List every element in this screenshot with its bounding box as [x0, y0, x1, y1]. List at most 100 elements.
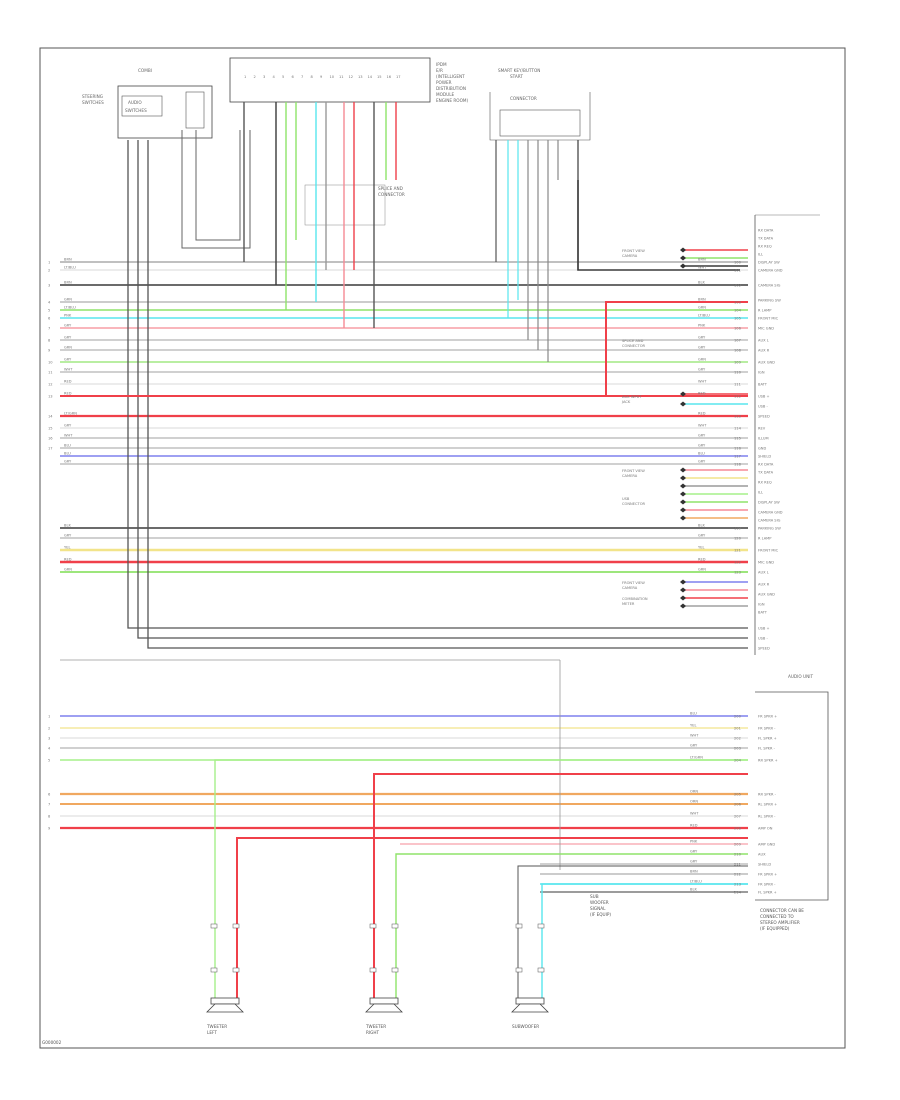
left-wire-color: RED	[64, 558, 72, 562]
audio-pin-function: CAMERA SIG	[758, 519, 781, 523]
wires-layer	[60, 102, 748, 1000]
speaker-feed	[395, 853, 748, 1000]
speaker-connector-pin	[391, 923, 399, 929]
left-module-inner-label: AUDIO	[128, 100, 142, 105]
speaker-pin-function: FR SPKR -	[758, 727, 776, 731]
left-wire-color: LT/BLU	[64, 306, 76, 310]
speaker-pin-function: FL SPKR +	[758, 891, 777, 895]
top-pin-label: 9	[320, 75, 323, 79]
audio-pin-function: DISPLAY SW	[758, 261, 780, 265]
lower-pin-label: 203	[734, 747, 741, 751]
right-wire-color: GRY	[698, 434, 706, 438]
speaker-connector-pin	[391, 967, 399, 973]
right-wire-color: GRY	[698, 368, 706, 372]
speaker-connector-pin	[537, 923, 545, 929]
lower-pin-label: 204	[734, 759, 742, 763]
audio-pin-function: AUX GND	[758, 593, 775, 597]
audio-pin-function: TX DATA	[757, 237, 774, 241]
audio-pin-function: AUX R	[758, 349, 770, 353]
left-wire-color: GRY	[64, 324, 72, 328]
module-loop-wire	[181, 130, 251, 249]
connector-diamond	[680, 467, 686, 473]
diagram-frame	[39, 47, 846, 1049]
audio-pin-function: DISPLAY SW	[758, 501, 780, 505]
audio-unit-upper-connector	[754, 214, 820, 655]
sub-note-3: SIGNAL	[590, 906, 606, 911]
connector-diamond	[680, 483, 686, 489]
left-wire-color: GRY	[64, 424, 72, 428]
connector-diamond	[680, 579, 686, 585]
left-pin-label: 9	[48, 349, 51, 353]
left-wire-color: GRN	[64, 298, 72, 302]
top-pin-label: 14	[368, 75, 373, 79]
speaker-pin-function: AMP GND	[758, 843, 775, 847]
audio-pin-function: AUX R	[758, 583, 770, 587]
speaker-connector-pin	[369, 967, 377, 973]
right-module-title-2: START	[510, 74, 523, 79]
audio-pin-function: USB -	[758, 637, 769, 641]
lower-pin-label: 206	[734, 803, 742, 807]
speaker-pin-function: SHIELD	[758, 863, 771, 867]
right-wire-color: WHT	[698, 380, 707, 384]
audio-pin-function: RX REQ	[758, 245, 772, 249]
audio-unit-lower-connector: AUDIO UNIT CONNECTOR CAN BE CONNECTED TO…	[755, 674, 829, 931]
audio-unit-label: AUDIO UNIT	[788, 674, 813, 679]
lower-left-pin: 1	[48, 715, 50, 719]
audio-pin-function: MIC GND	[758, 327, 774, 331]
right-connector-note: JACK	[621, 400, 631, 404]
audio-pin-function: AUX L	[758, 339, 769, 343]
right-pin-label: 103	[734, 301, 741, 305]
right-wire-color: GRY	[698, 346, 706, 350]
right-pin-label: 122	[734, 561, 741, 565]
lower-wire-color: LT/BLU	[690, 880, 702, 884]
connector-diamond	[680, 391, 686, 397]
lower-pin-label: 207	[734, 815, 741, 819]
speaker-pin-function: RL SPKR +	[758, 803, 777, 807]
lower-wire-color: PNK	[690, 840, 698, 844]
left-wire-color: GRY	[64, 534, 72, 538]
sub-note-4: (IF EQUIP)	[590, 912, 611, 917]
speaker-caption: RIGHT	[366, 1030, 380, 1035]
right-wire-color: RED	[698, 392, 706, 396]
left-wire-color: PNK	[64, 314, 72, 318]
connector-diamond	[680, 255, 686, 261]
left-pin-label: 3	[48, 284, 50, 288]
right-connector-note: COMBINATION	[622, 597, 648, 601]
right-wire-color: GRY	[698, 444, 706, 448]
left-wire-color: LT/BLU	[64, 266, 76, 270]
audio-pin-function: CAMERA GND	[758, 511, 783, 515]
lower-pin-label: 209	[734, 843, 742, 847]
audio-pin-function: USB -	[758, 405, 769, 409]
top-pin-label: 13	[358, 75, 363, 79]
power-feed-wire	[60, 301, 748, 397]
left-wire-color: GRY	[64, 358, 72, 362]
right-pin-label: 107	[734, 339, 741, 343]
left-pin-label: 1	[48, 261, 50, 265]
lower-wire-color: GRY	[690, 850, 698, 854]
right-connector-note: SPLICE AND	[622, 339, 644, 343]
connector-diamond	[680, 475, 686, 481]
speaker-connector-pin	[537, 967, 545, 973]
left-module-inner-sub: SWITCHES	[125, 108, 147, 113]
audio-pin-function: CAMERA GND	[758, 269, 783, 273]
subwoofer-note: SUB WOOFER SIGNAL (IF EQUIP)	[590, 894, 611, 917]
right-connector-note: CONNECTOR	[622, 344, 646, 348]
lower-pin-label: 200	[734, 715, 742, 719]
right-connector-note: METER	[622, 602, 635, 606]
lower-wire-color: LT/GRN	[690, 756, 703, 760]
left-pin-label: 14	[48, 415, 53, 419]
lower-pin-label: 201	[734, 727, 741, 731]
right-wire-color: GRN	[698, 306, 706, 310]
lower-wire-color: BLK	[690, 888, 697, 892]
right-connector-note: AUX INPUT	[622, 395, 642, 399]
connector-diamond	[680, 595, 686, 601]
audio-pin-function: BATT	[758, 383, 768, 387]
lower-pin-label: 212	[734, 873, 741, 877]
speaker-pin-function: RL SPKR -	[758, 815, 776, 819]
audio-pin-function: AUX GND	[758, 361, 775, 365]
left-wire-color: LT/GRN	[64, 412, 77, 416]
right-pin-label: 116	[734, 447, 742, 451]
left-module-top-label: COMBI	[138, 68, 152, 73]
right-wire-color: GRY	[698, 336, 706, 340]
